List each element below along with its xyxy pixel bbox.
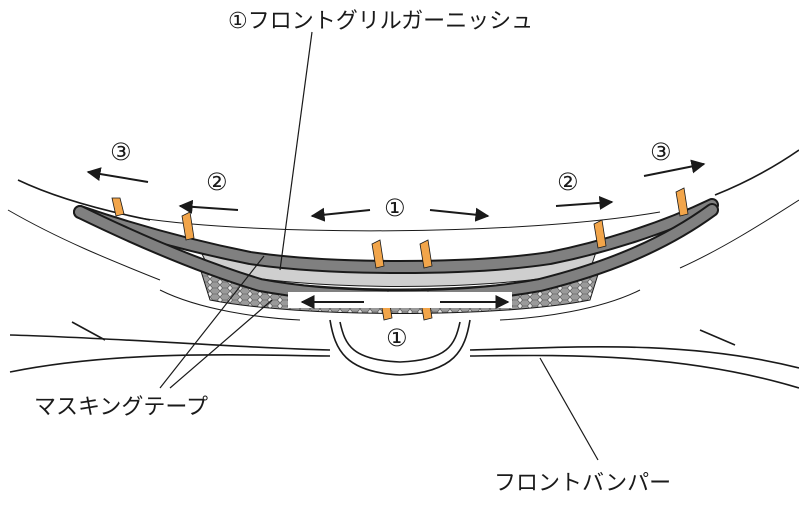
- step-numbers: ③ ② ① ② ③ ①: [110, 138, 672, 352]
- arrow-left-2: [178, 199, 239, 214]
- tape-leader-1: [159, 255, 265, 389]
- tape-leader-2: [169, 299, 273, 389]
- step-1-bottom: ①: [386, 324, 408, 352]
- step-3-left: ③: [110, 138, 132, 166]
- arrow-up-left-1: [310, 207, 371, 222]
- bumper-leader: [539, 357, 599, 461]
- step-2-left: ②: [206, 168, 228, 196]
- step-2-right: ②: [557, 168, 579, 196]
- hood-lines: [7, 149, 799, 281]
- leader-lines: [159, 31, 599, 461]
- front-bumper-label: フロントバンパー: [494, 471, 671, 496]
- garnish-leader: [279, 31, 313, 271]
- arrow-left-3: [86, 167, 149, 183]
- step-3-right: ③: [650, 138, 672, 166]
- front-bumper: [9, 289, 799, 389]
- lower-arrow-backing: [288, 292, 512, 308]
- removal-arrows: [86, 159, 706, 309]
- arrow-right-3: [643, 159, 706, 177]
- step-1-top: ①: [384, 194, 406, 222]
- masking-tape-label: マスキングテープ: [34, 395, 208, 420]
- garnish-label: ①フロントグリルガーニッシュ: [228, 9, 533, 34]
- arrow-up-right-1: [429, 207, 490, 222]
- arrow-right-2: [555, 195, 614, 210]
